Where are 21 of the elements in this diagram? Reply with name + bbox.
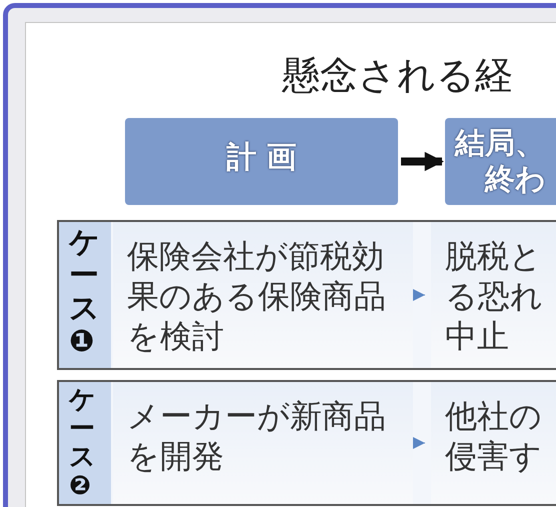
- case-panel: [57, 220, 556, 370]
- header-text: 結局、: [455, 126, 546, 162]
- case-cell: [113, 382, 413, 504]
- cell-text: 中止: [445, 316, 510, 356]
- header-box: [125, 118, 398, 205]
- case-cell: [113, 222, 413, 368]
- cell-text: 他社の: [445, 396, 543, 436]
- header-text: 計 画: [226, 140, 297, 176]
- cell-text: 脱税と: [445, 236, 543, 276]
- cell-text: る恐れ: [445, 276, 544, 316]
- case-panel: [57, 380, 556, 506]
- arrow: [413, 289, 426, 301]
- cell-text: メーカーが新商品を開発: [127, 396, 387, 476]
- case-label: ケース❶: [69, 226, 99, 358]
- cell-text: 保険会社が節税効果のある保険商品を検討: [127, 236, 387, 356]
- cell-text: 侵害す: [445, 436, 543, 476]
- diagram-title: 懸念される経: [282, 52, 513, 99]
- arrow: [401, 152, 444, 172]
- header-text: 終わ: [483, 162, 547, 198]
- case-label: ケース❷: [69, 386, 95, 500]
- arrow: [413, 437, 426, 449]
